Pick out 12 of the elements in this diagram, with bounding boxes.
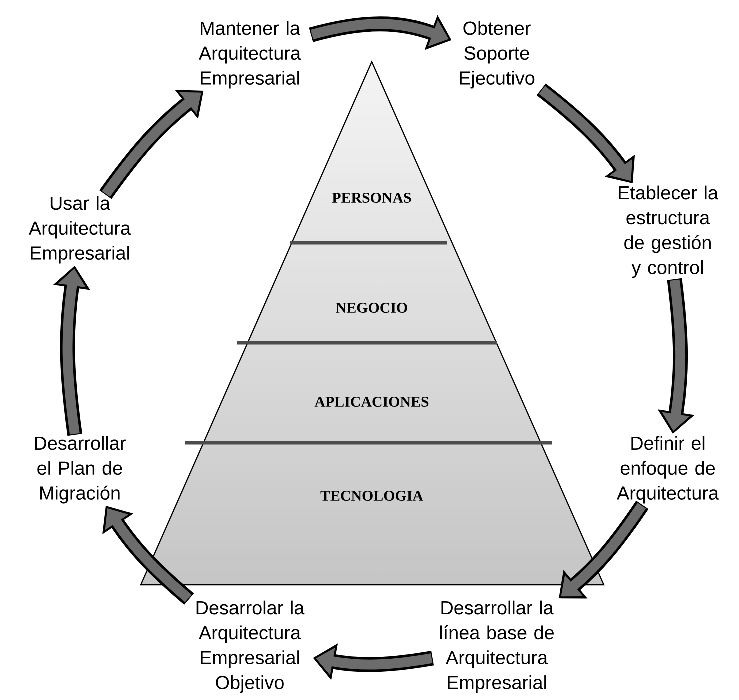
layer-label: PERSONAS bbox=[332, 192, 412, 203]
step-label: Usar la Arquitectura Empresarial bbox=[29, 196, 132, 264]
step-label: Desarrollar el Plan de Migración bbox=[35, 436, 126, 504]
step-label: Mantener la Arquitectura Empresarial bbox=[199, 21, 302, 89]
layer-label: APLICACIONES bbox=[314, 396, 429, 407]
step-label: Desarrolar la Arquitectura Empresarial Objetivo bbox=[196, 600, 305, 694]
step-label: Definir el enfoque de Arquitectura bbox=[617, 436, 720, 504]
layer-label: TECNOLOGIA bbox=[320, 490, 424, 502]
step-label: Obtener Soporte Ejecutivo bbox=[460, 21, 535, 89]
step-label: Etablecer la estructura de gestión y control bbox=[619, 186, 718, 278]
layer-label: NEGOCIO bbox=[336, 302, 408, 313]
step-label: Desarrollar la línea base de Arquitectura Empresarial bbox=[440, 600, 554, 694]
